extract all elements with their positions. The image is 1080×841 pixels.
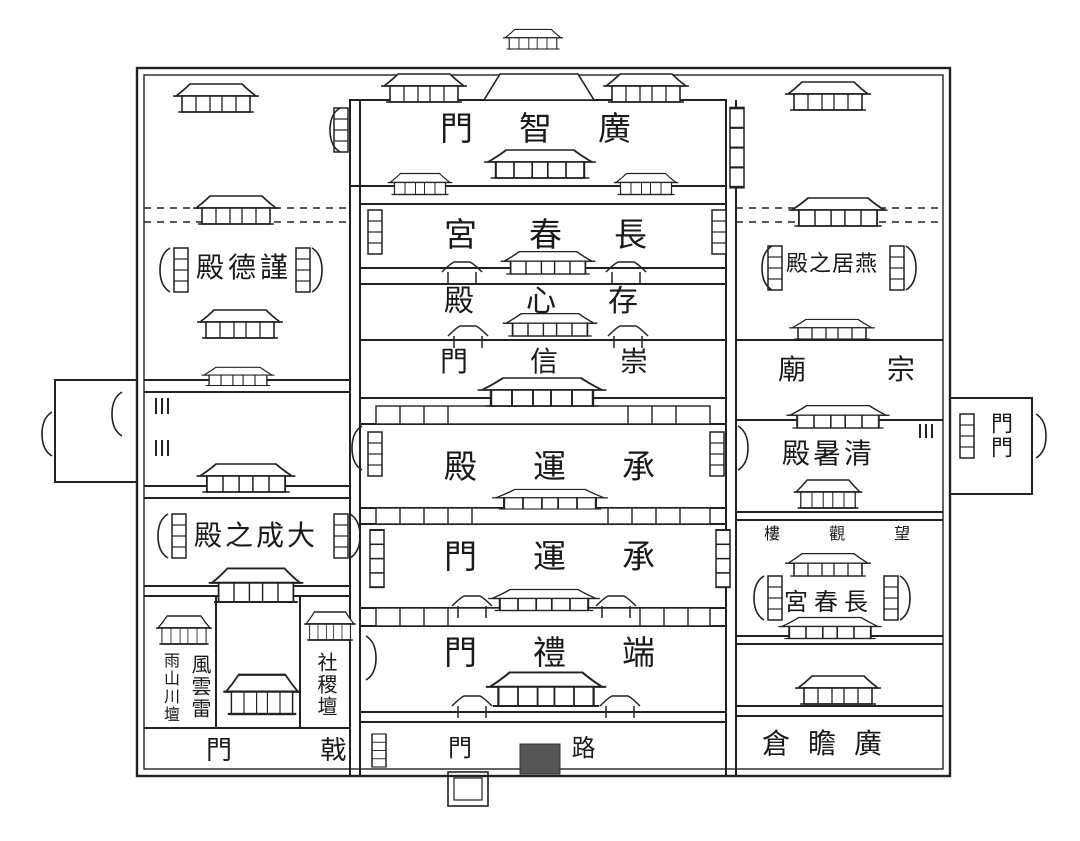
label-qing-shu-dian: 殿暑清 — [782, 437, 876, 470]
label-cun-xin-dian: 殿心存 — [444, 284, 690, 319]
label-da-cheng-zhi-dian: 殿之成大 — [194, 519, 319, 552]
label-duan-li-men: 門禮端 — [444, 633, 711, 672]
label-chang-chun-gong-center: 宮春長 — [444, 215, 699, 254]
label-yan-ju-zhi-dian: 殿之居燕 — [786, 252, 879, 277]
label-lu-men: 門 路 — [448, 734, 642, 762]
label-cheng-yun-dian: 殿運承 — [444, 447, 711, 486]
label-wang-guan-lou: 樓 觀 望 — [764, 524, 933, 543]
label-guang-zhi-men: 門智廣 — [440, 109, 677, 148]
label-chong-xin-men: 門信崇 — [440, 345, 711, 378]
label-she-ji-tan: 社稷壇 — [314, 652, 338, 718]
label-cheng-yun-men: 門運承 — [444, 537, 711, 576]
label-east-gate: 門門 — [987, 412, 1012, 460]
label-jin-de-dian: 殿德謹 — [196, 251, 293, 284]
front-gate-block — [519, 743, 561, 775]
label-feng-yun-lei: 風雲雷 — [188, 654, 212, 720]
label-chang-chun-gong-east: 宮春長 — [784, 588, 874, 616]
label-yu-shan-chuan-tan: 雨山川壇 — [161, 652, 180, 724]
label-guang-zhan-cang: 倉瞻廣 — [762, 727, 901, 760]
label-ji-men: 門 戟 — [206, 736, 387, 766]
top-gate-tower — [482, 28, 596, 101]
label-zong-miao: 廟 宗 — [778, 353, 951, 386]
